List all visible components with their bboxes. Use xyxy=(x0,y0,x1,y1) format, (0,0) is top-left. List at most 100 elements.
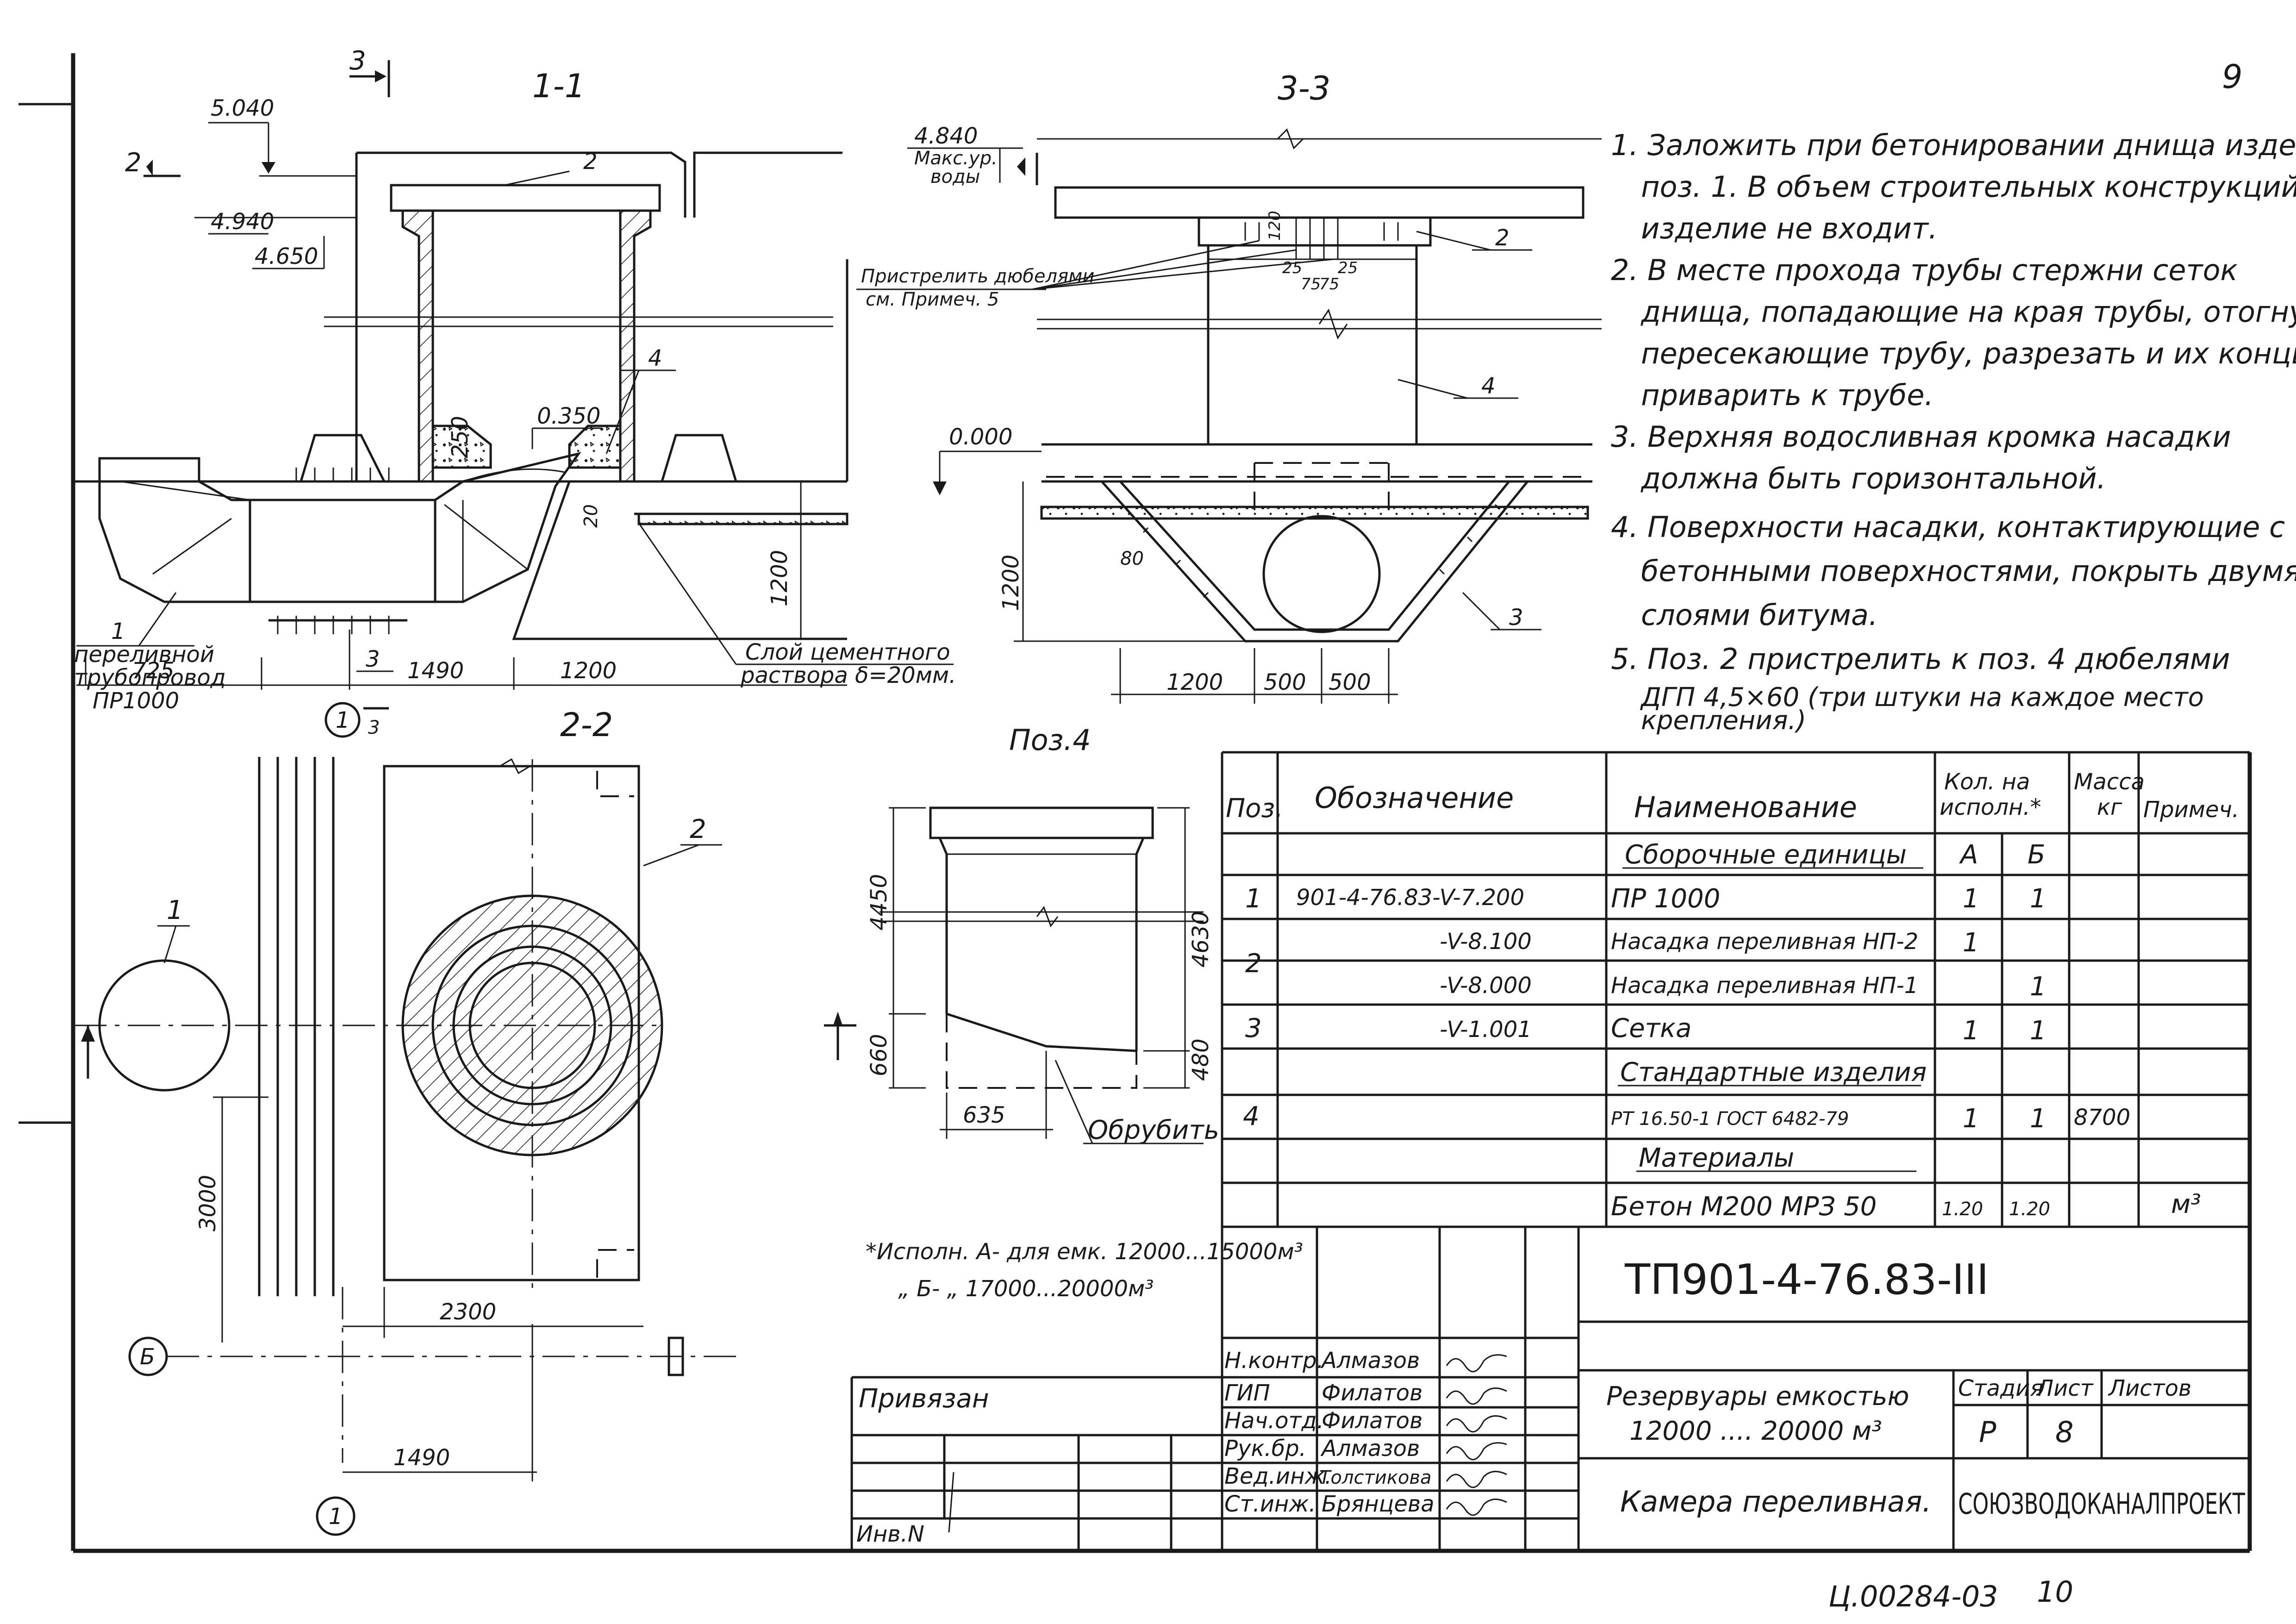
dim-2300: 2300 xyxy=(440,1299,496,1325)
spec-header-qty-2: исполн.* xyxy=(1940,794,2041,820)
spec-col-a: А xyxy=(1959,840,1978,870)
stage-header: Стадия xyxy=(1958,1375,2043,1401)
spec-row-2-designation: -V-8.100 xyxy=(1440,929,1532,955)
spec-header-mass-2: кг xyxy=(2097,794,2122,820)
cut-marker-3-top: 3 xyxy=(349,46,366,76)
section-2-2: 2-2 2 1 3000 2300 Б xyxy=(74,706,736,1536)
spec-row-5-a: 1 xyxy=(1963,1104,1979,1134)
callout-3: 3 xyxy=(366,646,380,672)
max-level-label-1: Макс.ур. xyxy=(914,148,998,169)
title-block: ТП901-4-76.83-III Привязан Инв.N Н.контр… xyxy=(850,1227,2250,1551)
dim-3000: 3000 xyxy=(195,1175,221,1231)
name-4: Алмазов xyxy=(1320,1436,1420,1462)
spec-row-1-name: ПР 1000 xyxy=(1611,884,1720,914)
role-5: Вед.инж. xyxy=(1224,1463,1332,1489)
spec-row-1-a: 1 xyxy=(1963,884,1979,914)
dim-25-b: 25 xyxy=(1338,259,1358,277)
view-title-2-2: 2-2 xyxy=(560,706,613,744)
role-2: ГИП xyxy=(1224,1380,1270,1406)
elev-0000: 0.000 xyxy=(949,424,1012,450)
sheet-header: Лист xyxy=(2036,1375,2094,1401)
view-title-pos4: Поз.4 xyxy=(1009,723,1091,757)
spec-row-6-note: м³ xyxy=(2171,1189,2201,1219)
note-line-10: 4. Поверхности насадки, контактирующие с xyxy=(1611,510,2285,544)
cut-marker-1-bottom: 1 xyxy=(336,707,350,733)
spec-col-b: Б xyxy=(2028,840,2045,870)
dim-4450: 4450 xyxy=(866,874,892,931)
dim-120: 120 xyxy=(1266,211,1284,241)
title-code: ТП901-4-76.83-III xyxy=(1624,1255,1989,1304)
note-line-5: днища, попадающие на края трубы, отогнут… xyxy=(1641,295,2296,329)
dim-725: 725 xyxy=(132,658,175,684)
dim-33-500-a: 500 xyxy=(1264,669,1306,695)
note-line-8: 3. Верхняя водосливная кромка насадки xyxy=(1611,420,2231,454)
dim-1200-vertical: 1200 xyxy=(767,550,792,606)
cut-marker-3-bottom: 3 xyxy=(368,717,380,738)
inv-label: Инв.N xyxy=(856,1521,924,1547)
dim-25-a: 25 xyxy=(1282,259,1302,277)
dim-1490-plan: 1490 xyxy=(393,1445,450,1471)
spec-row-5-mass: 8700 xyxy=(2074,1105,2130,1131)
note-line-4: 2. В месте прохода трубы стержни сеток xyxy=(1611,253,2238,287)
dim-4630: 4630 xyxy=(1188,911,1214,968)
note-line-3: изделие не входит. xyxy=(1641,212,1938,245)
note-line-12: слоями битума. xyxy=(1641,598,1878,632)
elev-5040: 5.040 xyxy=(211,95,274,121)
name-2: Филатов xyxy=(1322,1380,1423,1406)
spec-row-6-name: Бетон М200 МРЗ 50 xyxy=(1611,1192,1877,1222)
spec-row-4-pos: 3 xyxy=(1245,1013,1262,1043)
spec-header-designation: Обозначение xyxy=(1315,781,1514,815)
overflow-pipe-label-3: ПР1000 xyxy=(93,688,179,714)
view-title-1-1: 1-1 xyxy=(532,67,585,105)
dim-635: 635 xyxy=(963,1102,1005,1128)
dim-80: 80 xyxy=(1120,548,1144,569)
role-6: Ст.инж. xyxy=(1224,1491,1316,1517)
object-name-2: 12000 .... 20000 м³ xyxy=(1629,1416,1882,1446)
spec-row-4-a: 1 xyxy=(1963,1016,1979,1046)
bottom-code: Ц.00284-03 xyxy=(1828,1580,1998,1613)
spec-header-qty-1: Кол. на xyxy=(1944,769,2030,795)
signatures xyxy=(1446,1354,1507,1516)
role-4: Рук.бр. xyxy=(1224,1436,1306,1462)
callout-2: 2 xyxy=(583,149,598,175)
object-name-1: Резервуары емкостью xyxy=(1606,1381,1909,1412)
note-line-14: ДГП 4,5×60 (три штуки на каждое место xyxy=(1640,682,2204,712)
organization: СОЮЗВОДОКАНАЛПРОЕКТ xyxy=(1958,1487,2246,1521)
tied-label: Привязан xyxy=(859,1384,989,1414)
overflow-pipe-label-2: трубопровод xyxy=(74,665,226,691)
sheet-value: 8 xyxy=(2055,1415,2073,1449)
sheet-frame xyxy=(19,53,2252,1553)
spec-section-assembly: Сборочные единицы xyxy=(1625,840,1907,870)
spec-header-pos: Поз. xyxy=(1226,793,1283,824)
position-4-detail: Поз.4 4450 660 4630 480 635 Обрубить xyxy=(824,723,1219,1145)
dim-1490: 1490 xyxy=(407,658,464,684)
spec-row-3-b: 1 xyxy=(2030,972,2046,1002)
dim-33-1200-vertical: 1200 xyxy=(998,555,1024,611)
axis-label-b: Б xyxy=(140,1344,155,1370)
axis-label-1: 1 xyxy=(329,1504,343,1530)
page-number: 9 xyxy=(2222,58,2243,96)
name-5: Толстикова xyxy=(1319,1467,1431,1488)
overflow-pipe-num: 1 xyxy=(111,618,125,644)
dim-660: 660 xyxy=(866,1034,892,1076)
spec-row-3-name: Насадка переливная НП-1 xyxy=(1611,973,1918,999)
note-line-13: 5. Поз. 2 пристрелить к поз. 4 дюбелями xyxy=(1611,642,2230,676)
spec-row-3-designation: -V-8.000 xyxy=(1440,973,1532,999)
note-line-1: 1. Заложить при бетонировании днища изде… xyxy=(1611,128,2296,162)
spec-section-standard: Стандартные изделия xyxy=(1620,1057,1927,1087)
note-line-9: должна быть горизонтальной. xyxy=(1641,462,2106,495)
name-3: Филатов xyxy=(1322,1408,1423,1434)
callout-33-4: 4 xyxy=(1481,373,1496,399)
spec-row-4-name: Сетка xyxy=(1611,1013,1691,1043)
sheets-header: Листов xyxy=(2108,1375,2191,1401)
callout-33-3: 3 xyxy=(1509,605,1523,631)
cement-layer-label-1: Слой цементного xyxy=(745,639,950,665)
view-title-3-3: 3-3 xyxy=(1278,69,1330,107)
sheet-name: Камера переливная. xyxy=(1620,1485,1931,1518)
note-line-15: крепления.) xyxy=(1641,706,1806,736)
section-3-3: 3-3 4.840 Макс.ур. воды 120 25 25 75 75 … xyxy=(856,69,1602,704)
chop-off-label: Обрубить xyxy=(1088,1115,1219,1145)
spec-row-1-b: 1 xyxy=(2030,884,2046,914)
elev-4840: 4.840 xyxy=(914,123,978,149)
callout-22-1: 1 xyxy=(167,895,183,925)
